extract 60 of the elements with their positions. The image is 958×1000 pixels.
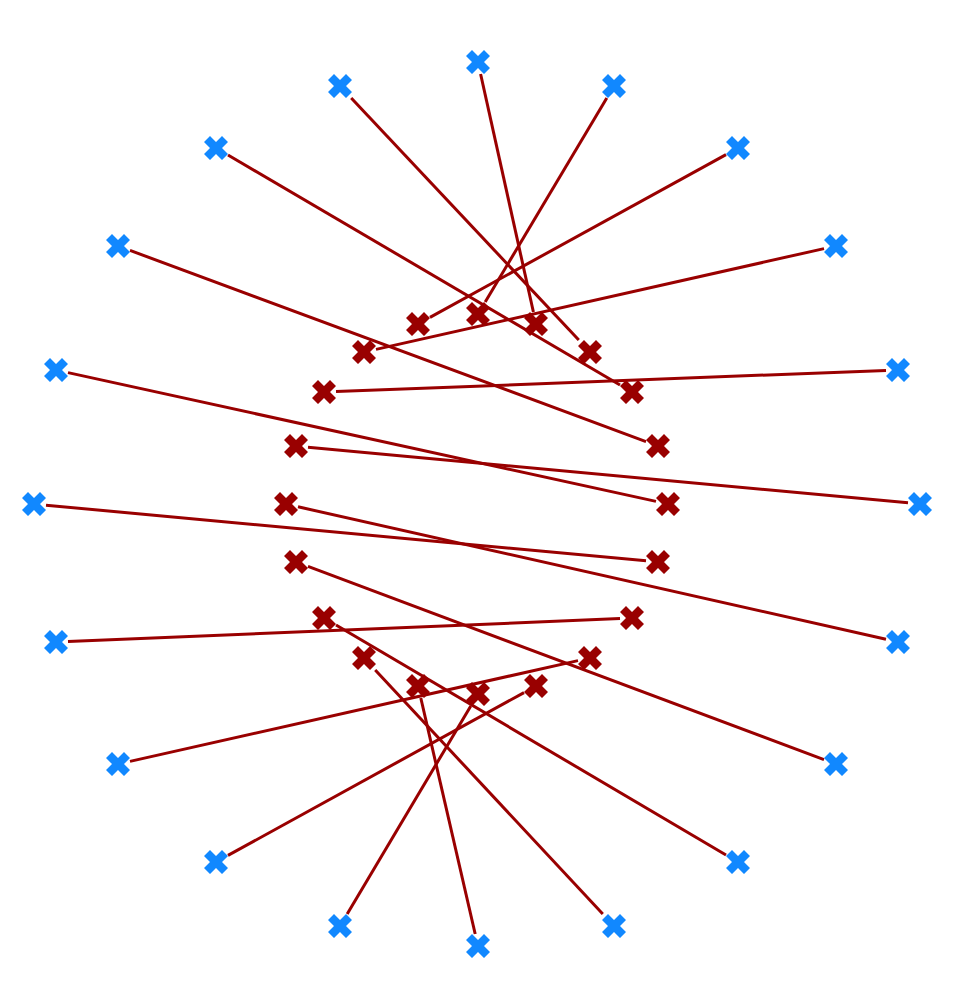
cross-icon (578, 646, 602, 670)
cross-icon (22, 492, 46, 516)
cross-icon (886, 358, 910, 382)
cross-icon (824, 234, 848, 258)
cross-icon (886, 630, 910, 654)
connector-line (345, 705, 473, 915)
connector-line (129, 659, 579, 763)
cross-icon (602, 74, 626, 98)
cross-icon (328, 74, 352, 98)
cross-icon (620, 380, 644, 404)
connector-line (227, 153, 621, 387)
cross-icon (284, 550, 308, 574)
connector-line (335, 368, 887, 394)
cross-icon (466, 934, 490, 958)
cross-icon (406, 674, 430, 698)
cross-icon (106, 752, 130, 776)
connector-line (297, 505, 887, 641)
connector-line (67, 617, 621, 644)
cross-icon (466, 302, 490, 326)
connector-line (307, 565, 825, 761)
cross-icon (312, 380, 336, 404)
cross-icon (204, 850, 228, 874)
cross-icon (406, 312, 430, 336)
cross-icon (274, 492, 298, 516)
connector-line (227, 691, 525, 857)
cross-icon (352, 340, 376, 364)
connector-line (67, 371, 657, 503)
cross-icon (466, 50, 490, 74)
cross-icon (44, 630, 68, 654)
cross-icon (312, 606, 336, 630)
cross-icon (620, 606, 644, 630)
cross-icon (908, 492, 932, 516)
connector-line (419, 697, 477, 935)
connector-line (374, 668, 604, 916)
cross-icon (204, 136, 228, 160)
connector-line (479, 73, 535, 313)
cross-icon (328, 914, 352, 938)
cross-icon (44, 358, 68, 382)
cross-icon (524, 674, 548, 698)
cross-icon (352, 646, 376, 670)
cross-icon (656, 492, 680, 516)
connector-line (307, 445, 909, 505)
connector-line (483, 97, 609, 303)
cross-icon (602, 914, 626, 938)
cross-icon (646, 550, 670, 574)
connector-line (129, 249, 647, 443)
connector-line (350, 96, 580, 342)
cross-icon (466, 682, 490, 706)
cross-icon (726, 850, 750, 874)
connector-line (45, 503, 647, 563)
cross-icon (524, 312, 548, 336)
cross-icon (106, 234, 130, 258)
cross-icon (578, 340, 602, 364)
connector-line (335, 623, 727, 857)
cross-icon (726, 136, 750, 160)
connector-line (375, 247, 825, 351)
cross-icon (284, 434, 308, 458)
cross-icon (824, 752, 848, 776)
cross-icon (646, 434, 670, 458)
connector-line (429, 153, 727, 319)
